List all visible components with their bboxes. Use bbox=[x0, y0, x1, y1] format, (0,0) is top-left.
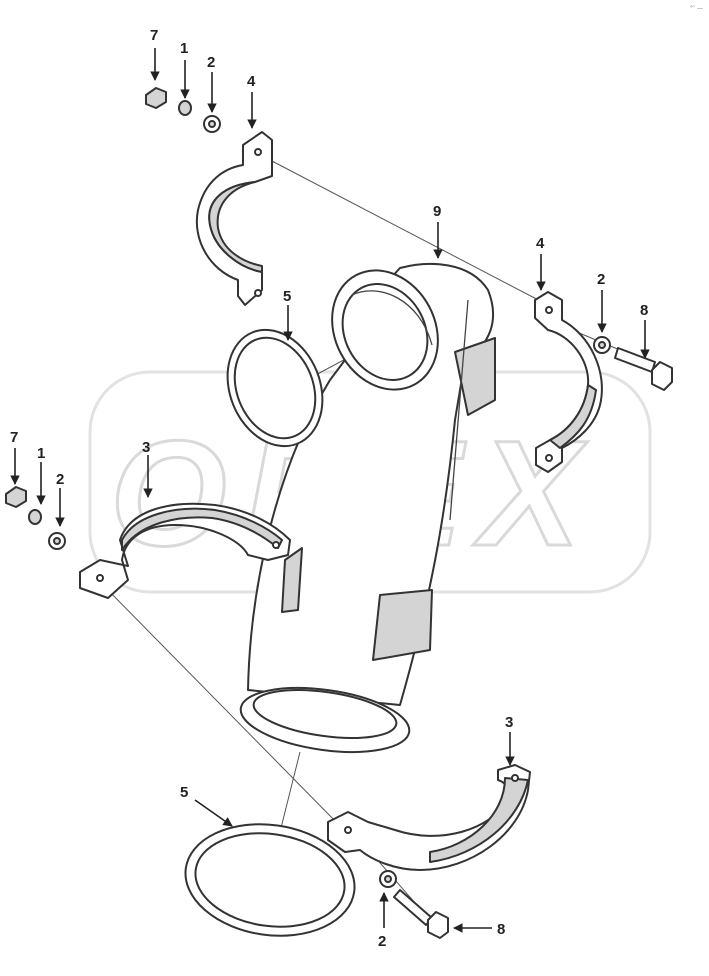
band-clamp-left bbox=[79, 502, 291, 599]
pipe-contour-line bbox=[449, 299, 469, 521]
leader-line-top-clamp bbox=[269, 159, 549, 306]
seal-ring-upper bbox=[226, 328, 324, 448]
pipe-top-opening bbox=[341, 283, 429, 381]
leader-line-lower-clamp bbox=[99, 581, 343, 829]
pipe-mounting-pad-lower bbox=[372, 589, 433, 661]
bolt-right-head bbox=[651, 361, 673, 391]
callout-arrows bbox=[10, 48, 650, 933]
callout-7-left: 7 bbox=[10, 429, 18, 446]
fasteners-right bbox=[593, 336, 673, 391]
callout-2-right: 2 bbox=[597, 271, 605, 288]
callout-5-lower: 5 bbox=[180, 784, 188, 801]
clamp-half-right-body bbox=[534, 291, 603, 473]
flat-washer-bottom-hole bbox=[384, 875, 392, 883]
clamp-half-top-left-hole-2 bbox=[254, 289, 262, 297]
fasteners-left bbox=[5, 486, 66, 550]
flat-washer-left-hole bbox=[53, 537, 61, 545]
callout-1-top: 1 bbox=[180, 40, 188, 57]
callout-3-bottom: 3 bbox=[505, 714, 513, 731]
seal-ring-lower bbox=[184, 823, 356, 937]
elbow-pipe-body bbox=[247, 263, 495, 706]
callout-1-left: 1 bbox=[37, 445, 45, 462]
callout-8-bottom: 8 bbox=[497, 921, 505, 938]
band-clamp-bottom-hole-1 bbox=[344, 826, 352, 834]
elbow-pipe bbox=[239, 263, 496, 753]
band-clamp-bottom-edge bbox=[429, 777, 529, 863]
band-clamp-bottom-hole-2 bbox=[511, 774, 519, 782]
clamp-half-top-left-hole-1 bbox=[254, 148, 262, 156]
band-clamp-left-hole-2 bbox=[272, 541, 280, 549]
pipe-bottom-opening bbox=[252, 689, 398, 739]
callout-5-upper: 5 bbox=[283, 288, 291, 305]
callout-labels: 7 1 2 4 9 4 2 8 5 7 1 2 3 3 5 2 8 bbox=[10, 27, 648, 950]
callout-3-left: 3 bbox=[142, 439, 150, 456]
callout-2-left: 2 bbox=[56, 471, 64, 488]
pipe-top-rib bbox=[351, 290, 433, 346]
hex-nut-left bbox=[5, 486, 27, 508]
clamp-half-top-left-body bbox=[195, 131, 273, 306]
callout-4-right: 4 bbox=[536, 235, 545, 252]
bolt-bottom-head bbox=[427, 911, 449, 939]
lock-washer-top bbox=[178, 100, 192, 116]
arrow-5-lower bbox=[194, 799, 233, 827]
callout-4-top: 4 bbox=[247, 73, 256, 90]
clamp-half-top-left bbox=[195, 131, 273, 306]
seal-ring-lower-inner bbox=[194, 832, 346, 928]
band-clamp-left-hole-1 bbox=[96, 574, 104, 582]
callout-2-top: 2 bbox=[207, 54, 215, 71]
corner-mark: °’ — bbox=[690, 5, 703, 12]
bolt-right-shank bbox=[614, 347, 656, 373]
flat-washer-right-hole bbox=[598, 341, 606, 349]
pipe-side-pad bbox=[281, 547, 303, 613]
clamp-half-right-hole-1 bbox=[545, 306, 553, 314]
hex-nut-top bbox=[145, 87, 167, 109]
callout-2-bottom: 2 bbox=[378, 933, 386, 950]
callout-9: 9 bbox=[433, 203, 441, 220]
clamp-half-top-left-edge bbox=[208, 181, 263, 273]
callout-8-right: 8 bbox=[640, 302, 648, 319]
seal-ring-upper-inner bbox=[233, 336, 317, 440]
pipe-mounting-pad-upper bbox=[454, 337, 496, 416]
lock-washer-left bbox=[28, 509, 42, 525]
clamp-half-right-edge bbox=[549, 384, 597, 449]
fasteners-bottom bbox=[379, 870, 449, 939]
callout-7-top: 7 bbox=[150, 27, 158, 44]
bolt-bottom-shank bbox=[393, 889, 433, 926]
fasteners-top-left bbox=[145, 87, 221, 133]
clamp-half-right-hole-2 bbox=[545, 454, 553, 462]
flat-washer-top-hole bbox=[208, 120, 216, 128]
band-clamp-bottom bbox=[327, 764, 531, 871]
clamp-half-right bbox=[534, 291, 603, 473]
